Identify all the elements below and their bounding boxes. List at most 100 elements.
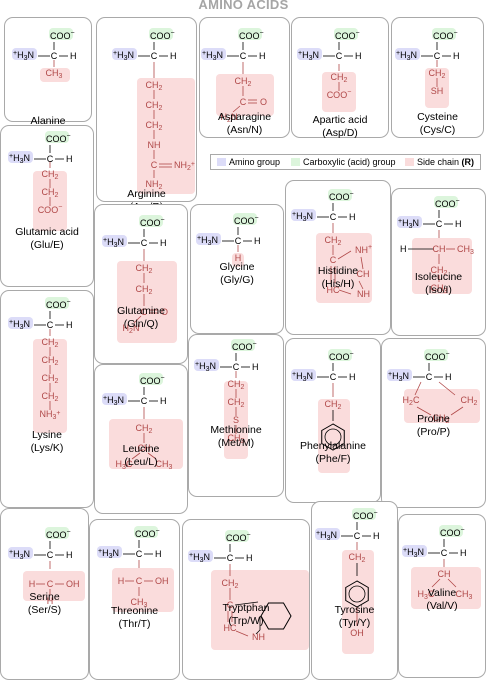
side-chain-atom: CH2 — [325, 235, 342, 247]
carboxyl-group: COO− — [329, 191, 354, 202]
amino-acid-name: Phenylalanine — [300, 440, 366, 452]
amine-group: +H3N — [103, 237, 124, 249]
amine-group: +H3N — [9, 319, 30, 331]
amine-group: +H3N — [202, 50, 223, 62]
alpha-carbon: C — [141, 396, 148, 406]
carboxyl-group: COO− — [140, 375, 165, 386]
amino-acid-caption: Asparagine (Asn/N) — [200, 111, 289, 137]
carboxyl-group: COO− — [440, 527, 465, 538]
side-chain-atom: OH — [66, 579, 80, 589]
alpha-carbon: C — [336, 51, 343, 61]
side-chain-atom: H2C — [403, 395, 420, 407]
amine-group: +H3N — [13, 50, 34, 62]
side-chain-atom: OH — [350, 628, 364, 638]
alpha-carbon: C — [235, 236, 242, 246]
side-chain-atom: H3C — [116, 459, 133, 471]
side-chain-atom: CH3 — [457, 244, 474, 256]
side-chain-atom: C — [136, 576, 143, 586]
side-chain-atom: H2N — [123, 323, 140, 335]
side-chain-atom: S — [233, 415, 239, 425]
side-chain-atom: NH — [357, 289, 370, 299]
alpha-hydrogen: H — [254, 236, 261, 246]
side-chain-atom: H — [400, 244, 407, 254]
amino-acid-caption: Cysteine (Cys/C) — [392, 111, 483, 137]
amino-acid-name: Leucine — [122, 443, 160, 455]
alpha-hydrogen: H — [160, 238, 167, 248]
alpha-hydrogen: H — [70, 51, 77, 61]
carboxyl-group: COO− — [234, 215, 259, 226]
side-chain-atom: CH — [438, 569, 451, 579]
alpha-hydrogen: H — [453, 51, 460, 61]
amino-acid-name: Tryptphan — [222, 602, 270, 614]
side-chain-atom: CH2 — [42, 169, 59, 181]
amino-acid-code: (His/H) — [321, 278, 355, 290]
side-chain-atom: CH3 — [46, 68, 63, 80]
side-chain-atom: CH3 — [431, 283, 448, 295]
amino-acid-name: Glutamine — [117, 305, 165, 317]
carboxyl-group: COO− — [433, 30, 458, 41]
amino-acid-caption: Tyrosine (Tyr/Y) — [312, 604, 397, 630]
legend-carboxylic-label: Carboxylic (acid) group — [303, 157, 396, 167]
amine-group: +H3N — [292, 371, 313, 383]
amino-acid-name: Threonine — [110, 605, 159, 617]
side-chain-atom: CH2 — [222, 578, 239, 590]
legend-swatch-side-chain — [405, 158, 414, 166]
amine-group: +H3N — [197, 235, 218, 247]
alpha-carbon: C — [330, 212, 337, 222]
amino-acid-caption: Isoleucine (Iso/I) — [392, 271, 485, 297]
side-chain-atom: CH2 — [146, 100, 163, 112]
alpha-carbon: C — [141, 238, 148, 248]
side-chain-atom: CH2 — [349, 552, 366, 564]
amino-acid-name: Isoleucine — [414, 271, 463, 283]
amine-group: +H3N — [403, 547, 424, 559]
side-chain-atom: CH3 — [228, 433, 245, 445]
amino-acid-code: (Glu/E) — [30, 239, 64, 251]
alpha-hydrogen: H — [373, 531, 380, 541]
side-chain-atom: OH — [155, 576, 169, 586]
carboxyl-group: COO− — [335, 30, 360, 41]
amino-acid-name: Lysine — [32, 429, 62, 441]
amino-acid-caption: Phenylalanine (Phe/F) — [286, 440, 380, 466]
alpha-hydrogen: H — [252, 362, 259, 372]
carboxyl-group: COO− — [135, 528, 160, 539]
side-chain-atom: CH2 — [42, 373, 59, 385]
amino-acid-caption: Apartic acid (Asp/D) — [292, 114, 388, 140]
alpha-hydrogen: H — [66, 320, 73, 330]
side-chain-atom: CH2 — [146, 120, 163, 132]
alpha-hydrogen: H — [160, 396, 167, 406]
amine-group: +H3N — [113, 50, 134, 62]
amino-acid-code: (Tyr/Y) — [338, 617, 371, 629]
carboxyl-group: COO− — [46, 529, 71, 540]
side-chain-atom: HC — [224, 623, 237, 633]
amino-acid-code: (Met/M) — [217, 437, 255, 449]
carboxyl-group: COO− — [329, 351, 354, 362]
alpha-carbon: C — [436, 219, 443, 229]
alpha-hydrogen: H — [66, 154, 73, 164]
amino-acid-code: (Val/V) — [426, 600, 458, 612]
side-chain-atom: H2N — [221, 112, 238, 124]
amino-acid-caption: Threonine (Thr/T) — [90, 605, 179, 631]
side-chain-atom: CH3 — [456, 589, 473, 601]
amino-acid-name: Apartic acid — [312, 114, 368, 126]
side-chain-atom: CH3 — [156, 459, 173, 471]
amino-acid-code: (Ser/S) — [27, 604, 62, 616]
side-chain-atom: H — [29, 579, 36, 589]
side-chain-atom: CH2 — [433, 413, 450, 425]
